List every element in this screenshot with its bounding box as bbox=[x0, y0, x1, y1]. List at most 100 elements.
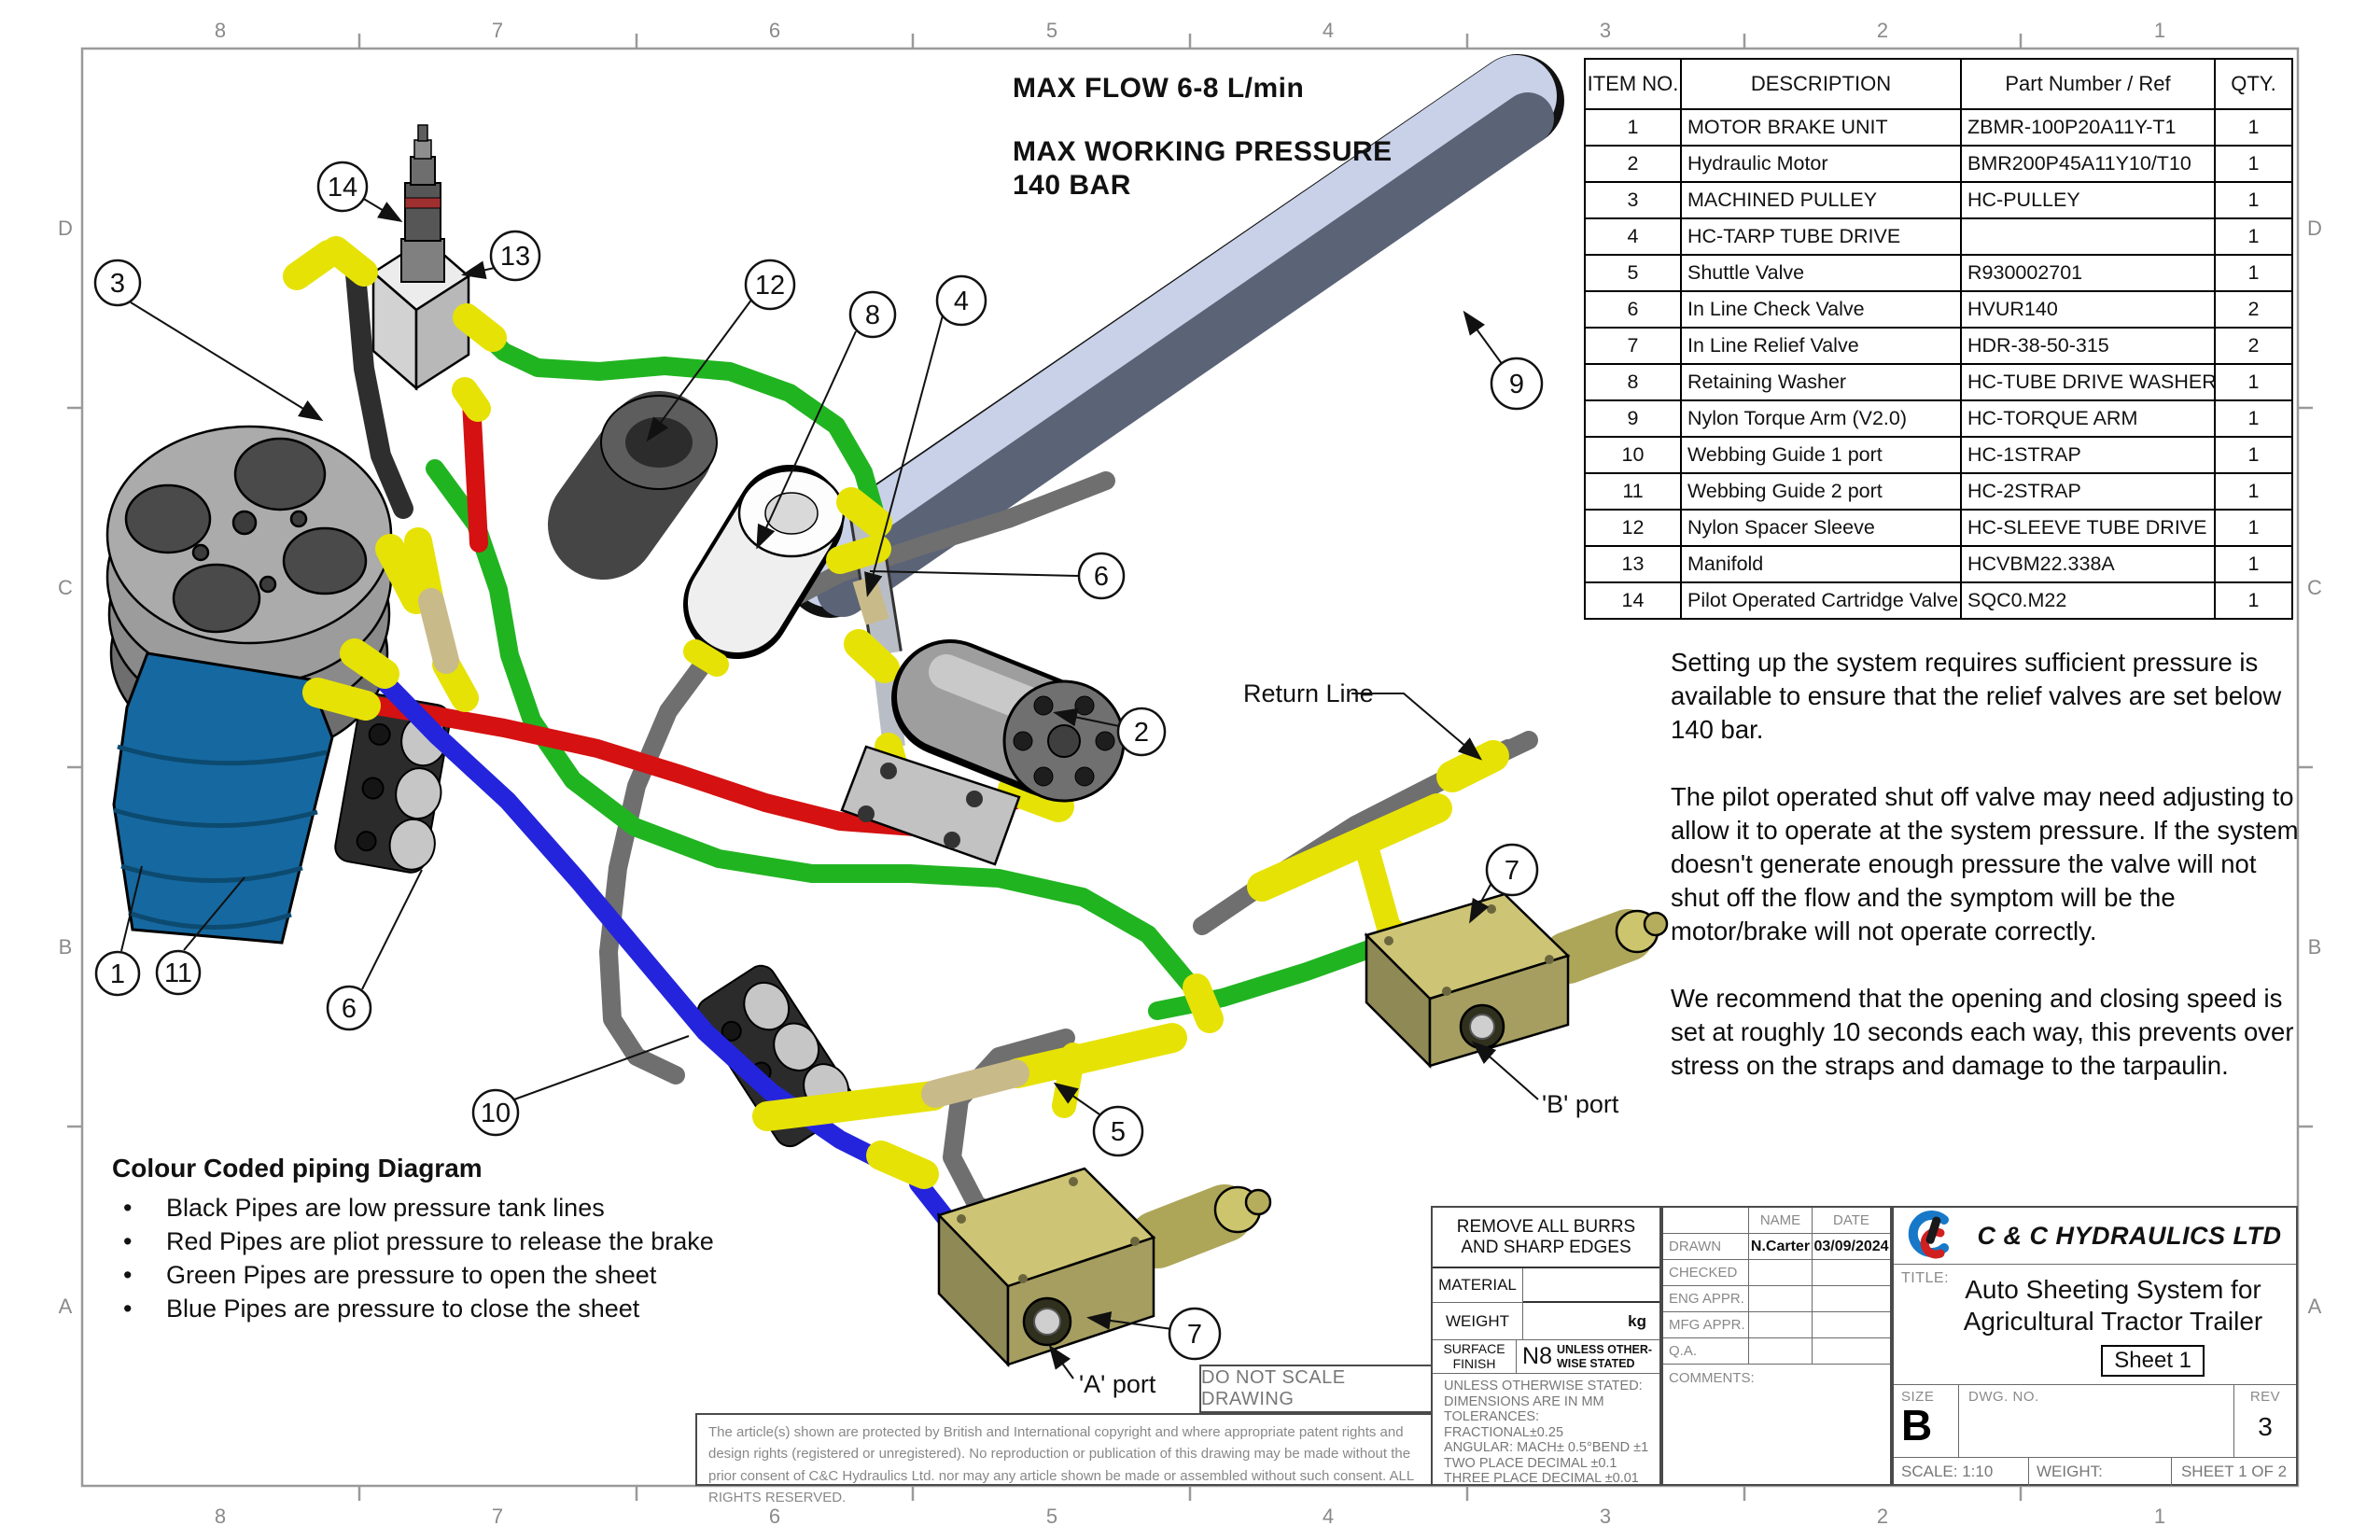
zone-right: D bbox=[2307, 217, 2322, 240]
cell-description: HC-TARP TUBE DRIVE bbox=[1680, 217, 1962, 256]
cell-part: HVUR140 bbox=[1960, 290, 2216, 329]
sheet-frame bbox=[67, 34, 2313, 1501]
note-paragraph-1: Setting up the system requires sufficien… bbox=[1671, 648, 2282, 744]
title-label: TITLE: bbox=[1901, 1270, 1950, 1286]
balloon-3: 3 bbox=[93, 259, 142, 307]
motor-brake-unit bbox=[112, 651, 334, 945]
tolerances-block: UNLESS OTHERWISE STATED: DIMENSIONS ARE … bbox=[1433, 1374, 1659, 1494]
brass-valves bbox=[418, 588, 1029, 1108]
hose-fittings bbox=[283, 236, 1509, 1189]
sheet-info: SHEET 1 OF 2 bbox=[2180, 1463, 2288, 1480]
balloon-6b: 6 bbox=[326, 985, 372, 1031]
cell-part: HDR-38-50-315 bbox=[1960, 327, 2216, 365]
size-label: SIZE bbox=[1901, 1389, 1935, 1405]
approval-label: DRAWN bbox=[1663, 1234, 1749, 1260]
balloon-11: 11 bbox=[155, 949, 202, 996]
material-row: MATERIAL bbox=[1433, 1268, 1659, 1303]
cell-qty: 1 bbox=[2214, 181, 2293, 219]
cell-description: MOTOR BRAKE UNIT bbox=[1680, 108, 1962, 147]
cell-qty: 2 bbox=[2214, 327, 2293, 365]
cell-description: In Line Relief Valve bbox=[1680, 327, 1962, 365]
date-header: DATE bbox=[1813, 1208, 1890, 1234]
balloon-number: 7 bbox=[1505, 856, 1519, 886]
balloon-number: 14 bbox=[328, 173, 357, 203]
cell-item: 7 bbox=[1584, 327, 1682, 365]
a-port-label: 'A' port bbox=[1079, 1370, 1156, 1398]
spec-block: REMOVE ALL BURRS AND SHARP EDGES MATERIA… bbox=[1431, 1206, 1661, 1486]
balloon-number: 8 bbox=[865, 301, 880, 330]
relief-valve-b-port bbox=[1364, 892, 1669, 1070]
cell-part: HC-SLEEVE TUBE DRIVE bbox=[1960, 509, 2216, 547]
legend-item-blue: Blue Pipes are pressure to close the she… bbox=[112, 1292, 877, 1325]
material-label: MATERIAL bbox=[1433, 1268, 1523, 1303]
pipe-black-tank-line bbox=[344, 253, 413, 519]
col-header-part: Part Number / Ref bbox=[1960, 58, 2216, 110]
cell-description: Shuttle Valve bbox=[1680, 254, 1962, 292]
piping-diagram: 3 14 13 12 8 4 9 6 2 1 11 6 10 5 7 7 Ret… bbox=[93, 54, 1669, 1398]
max-pressure-note-line2: 140 BAR bbox=[1013, 170, 1131, 201]
b-port-label: 'B' port bbox=[1542, 1090, 1619, 1118]
balloon-number: 2 bbox=[1134, 718, 1149, 748]
torque-arm bbox=[784, 54, 1564, 618]
cell-part: SQC0.M22 bbox=[1960, 581, 2216, 620]
zone-bottom: 4 bbox=[1323, 1505, 1334, 1528]
motor-mount-plate bbox=[840, 745, 1021, 866]
return-line-label: Return Line bbox=[1243, 679, 1374, 707]
balloon-number: 12 bbox=[755, 271, 785, 301]
balloon-10: 10 bbox=[471, 1088, 520, 1137]
tolerance-line: THREE PLACE DECIMAL ±0.01 bbox=[1444, 1471, 1639, 1486]
cell-part: ZBMR-100P20A11Y-T1 bbox=[1960, 108, 2216, 147]
balloons: 3 14 13 12 8 4 9 6 2 1 11 6 10 5 7 7 bbox=[93, 161, 1544, 1361]
rev-label: REV bbox=[2249, 1389, 2281, 1405]
approval-label: MFG APPR. bbox=[1663, 1312, 1749, 1338]
company-logo bbox=[1908, 1211, 1949, 1259]
zone-top: 3 bbox=[1600, 19, 1611, 42]
balloon-number: 6 bbox=[1094, 562, 1109, 592]
zone-top: 1 bbox=[2154, 19, 2165, 42]
cell-item: 2 bbox=[1584, 145, 1682, 183]
pilot-cartridge-valve bbox=[400, 124, 445, 283]
cell-qty: 1 bbox=[2214, 472, 2293, 511]
cell-qty: 2 bbox=[2214, 290, 2293, 329]
zone-right: A bbox=[2308, 1295, 2322, 1318]
cell-part: R930002701 bbox=[1960, 254, 2216, 292]
drawing-title: Auto Sheeting System for Agricultural Tr… bbox=[1963, 1275, 2263, 1336]
approval-label: ENG APPR. bbox=[1663, 1286, 1749, 1312]
legend-item-green: Green Pipes are pressure to open the she… bbox=[112, 1258, 877, 1292]
balloon-number: 10 bbox=[481, 1099, 511, 1128]
cell-item: 13 bbox=[1584, 545, 1682, 583]
balloon-number: 7 bbox=[1187, 1320, 1202, 1350]
material-value bbox=[1523, 1268, 1659, 1303]
cell-item: 9 bbox=[1584, 399, 1682, 438]
scale-value: SCALE: 1:10 bbox=[1894, 1458, 2029, 1486]
weight-unit: kg bbox=[1523, 1303, 1659, 1340]
parts-table: ITEM NO. DESCRIPTION Part Number / Ref Q… bbox=[1584, 58, 2293, 620]
balloon-2: 2 bbox=[1116, 707, 1167, 757]
zone-bottom: 5 bbox=[1046, 1505, 1057, 1528]
zone-right: C bbox=[2307, 576, 2322, 599]
name-header: NAME bbox=[1749, 1208, 1813, 1234]
callout-labels: Return Line 'B' port 'A' port bbox=[1079, 679, 1619, 1398]
cell-part: HC-PULLEY bbox=[1960, 181, 2216, 219]
cell-description: In Line Check Valve bbox=[1680, 290, 1962, 329]
balloon-number: 9 bbox=[1509, 370, 1524, 399]
weight-label: WEIGHT bbox=[1433, 1303, 1523, 1340]
zone-top: 6 bbox=[769, 19, 780, 42]
size-value: B bbox=[1901, 1401, 1933, 1449]
cell-item: 14 bbox=[1584, 581, 1682, 620]
cell-description: Webbing Guide 1 port bbox=[1680, 436, 1962, 474]
title-block: C & C HYDRAULICS LTD TITLE: Auto Sheetin… bbox=[1892, 1206, 2298, 1486]
tolerance-line: TOLERANCES: bbox=[1444, 1409, 1540, 1424]
zone-top: 5 bbox=[1046, 19, 1057, 42]
balloon-13: 13 bbox=[489, 230, 541, 282]
weight-row: WEIGHT kg bbox=[1433, 1303, 1659, 1340]
zone-left: D bbox=[58, 217, 73, 240]
balloon-12: 12 bbox=[744, 259, 796, 311]
cell-item: 1 bbox=[1584, 108, 1682, 147]
cell-description: Nylon Spacer Sleeve bbox=[1680, 509, 1962, 547]
balloon-leaders bbox=[120, 197, 1539, 1379]
comments-label: COMMENTS: bbox=[1669, 1370, 1755, 1386]
surface-finish-label: SURFACE FINISH bbox=[1433, 1340, 1518, 1374]
